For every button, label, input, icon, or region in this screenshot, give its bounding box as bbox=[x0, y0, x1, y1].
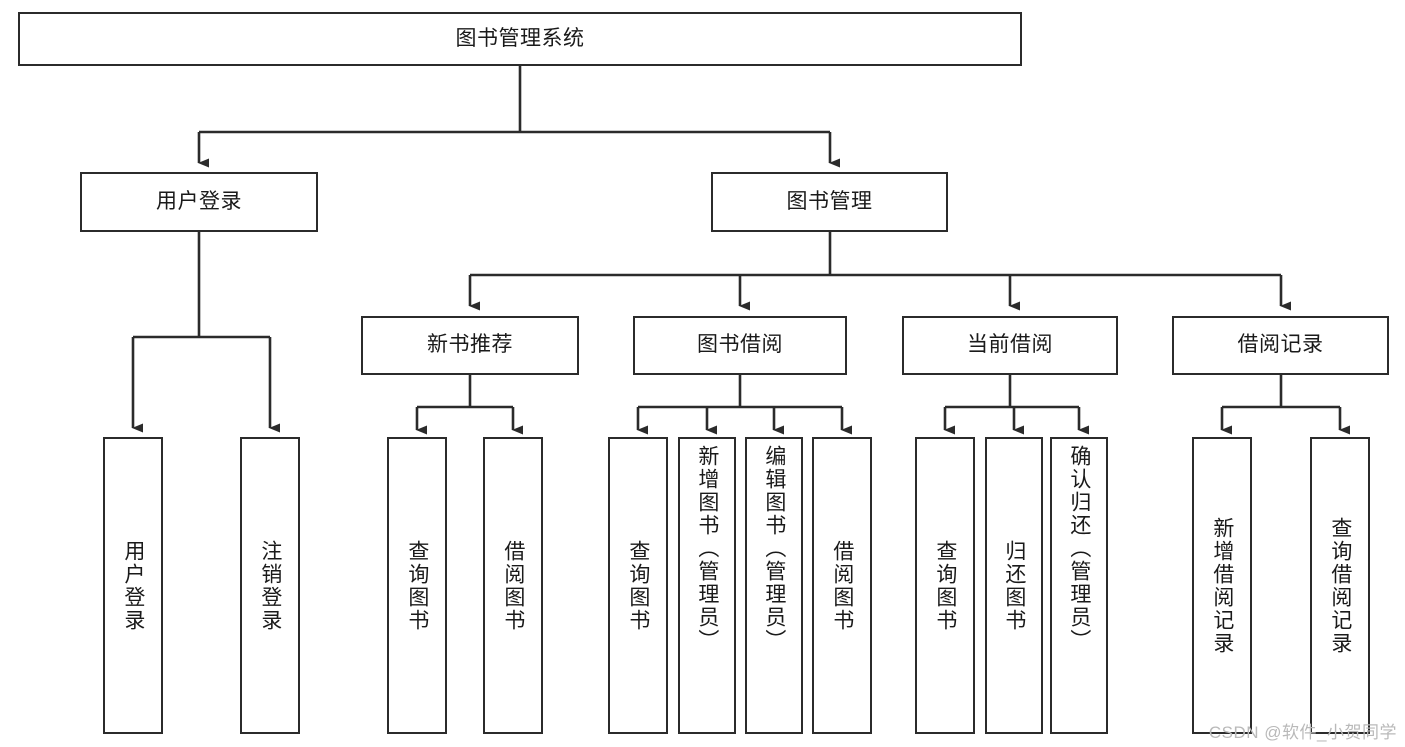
node-book-management-label: 图书管理 bbox=[786, 189, 873, 213]
leaf-borrow-record-add-record[interactable]: 新增借阅记录 bbox=[1192, 437, 1252, 734]
leaf-book-borrow-edit-book-admin[interactable]: 编辑图书（管理员） bbox=[745, 437, 803, 734]
leaf-borrow-record-query-record[interactable]: 查询借阅记录 bbox=[1310, 437, 1370, 734]
leaf-new-book-query-book-label: 查询图书 bbox=[405, 539, 429, 632]
node-root-label: 图书管理系统 bbox=[455, 26, 585, 50]
leaf-borrow-record-add-record-label: 新增借阅记录 bbox=[1210, 516, 1234, 655]
leaf-book-borrow-query-book[interactable]: 查询图书 bbox=[608, 437, 668, 734]
leaf-new-book-query-book[interactable]: 查询图书 bbox=[387, 437, 447, 734]
leaf-current-borrow-query-book[interactable]: 查询图书 bbox=[915, 437, 975, 734]
node-book-borrow-label: 图书借阅 bbox=[697, 333, 783, 357]
leaf-current-borrow-return-book[interactable]: 归还图书 bbox=[985, 437, 1043, 734]
leaf-user-login-logout-label: 注销登录 bbox=[258, 539, 282, 632]
node-book-management[interactable]: 图书管理 bbox=[711, 172, 948, 232]
node-current-borrow-label: 当前借阅 bbox=[967, 333, 1053, 357]
node-root-book-management-system[interactable]: 图书管理系统 bbox=[18, 12, 1022, 66]
leaf-borrow-record-query-record-label: 查询借阅记录 bbox=[1328, 516, 1352, 655]
leaf-current-borrow-confirm-return-admin-label: 确认归还（管理员） bbox=[1067, 445, 1091, 652]
node-user-login[interactable]: 用户登录 bbox=[80, 172, 318, 232]
leaf-user-login-logout[interactable]: 注销登录 bbox=[240, 437, 300, 734]
leaf-new-book-borrow-book-label: 借阅图书 bbox=[501, 539, 525, 632]
leaf-book-borrow-add-book-admin[interactable]: 新增图书（管理员） bbox=[678, 437, 736, 734]
node-new-book-recommend[interactable]: 新书推荐 bbox=[361, 316, 579, 375]
leaf-book-borrow-borrow-book[interactable]: 借阅图书 bbox=[812, 437, 872, 734]
node-borrow-record-label: 借阅记录 bbox=[1237, 333, 1324, 357]
leaf-user-login-login[interactable]: 用户登录 bbox=[103, 437, 163, 734]
leaf-current-borrow-confirm-return-admin[interactable]: 确认归还（管理员） bbox=[1050, 437, 1108, 734]
leaf-user-login-login-label: 用户登录 bbox=[121, 539, 145, 632]
node-book-borrow[interactable]: 图书借阅 bbox=[633, 316, 847, 375]
leaf-current-borrow-query-book-label: 查询图书 bbox=[933, 539, 957, 632]
leaf-book-borrow-add-book-admin-label: 新增图书（管理员） bbox=[695, 445, 719, 652]
leaf-book-borrow-edit-book-admin-label: 编辑图书（管理员） bbox=[762, 445, 786, 652]
leaf-book-borrow-borrow-book-label: 借阅图书 bbox=[830, 539, 854, 632]
leaf-book-borrow-query-book-label: 查询图书 bbox=[626, 539, 650, 632]
watermark-text: CSDN @软件_小贺同学 bbox=[1208, 723, 1397, 742]
node-current-borrow[interactable]: 当前借阅 bbox=[902, 316, 1118, 375]
node-new-book-recommend-label: 新书推荐 bbox=[427, 333, 513, 357]
leaf-new-book-borrow-book[interactable]: 借阅图书 bbox=[483, 437, 543, 734]
node-borrow-record[interactable]: 借阅记录 bbox=[1172, 316, 1389, 375]
leaf-current-borrow-return-book-label: 归还图书 bbox=[1002, 539, 1026, 632]
node-user-login-label: 用户登录 bbox=[156, 189, 242, 213]
